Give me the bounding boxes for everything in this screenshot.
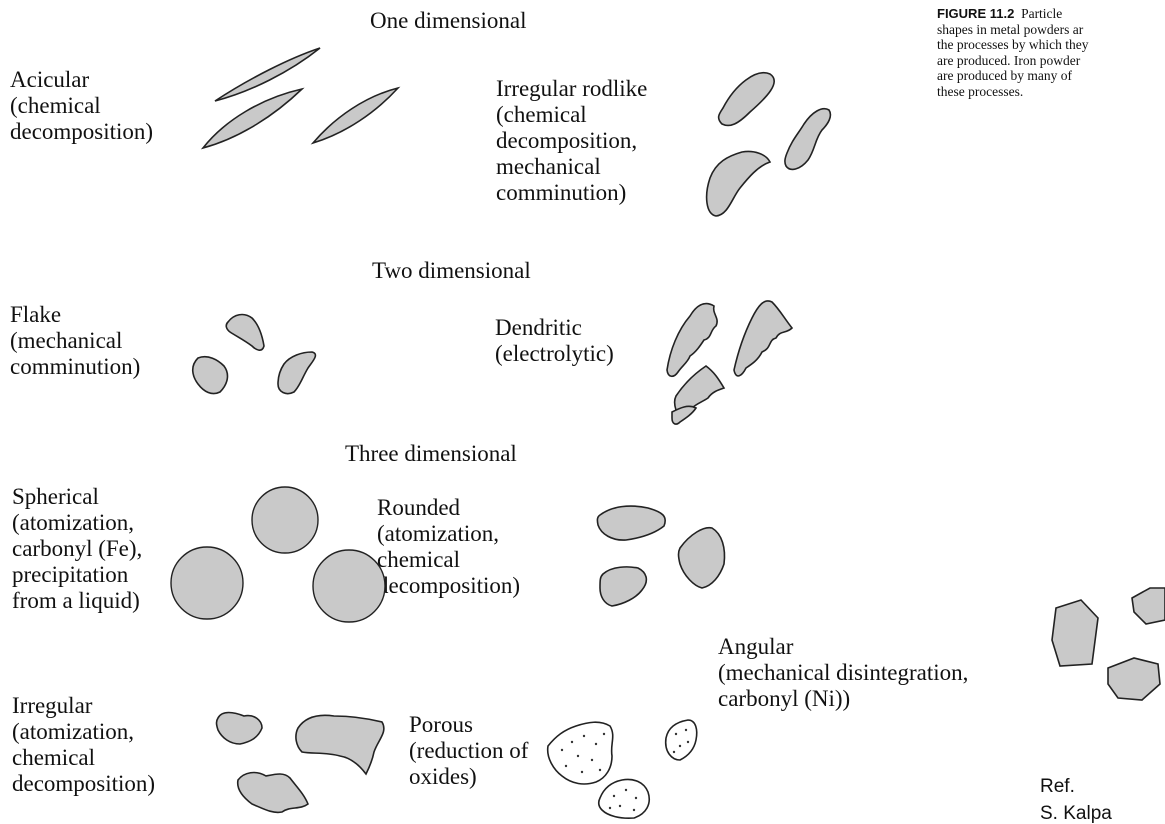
- angular-particle: [1132, 588, 1165, 624]
- dendritic-particle: [734, 301, 792, 376]
- angular-particle: [1052, 600, 1098, 666]
- flake-particle: [193, 357, 228, 394]
- acicular-particles: [203, 48, 398, 148]
- porous-particle: [666, 720, 697, 760]
- rounded-particle: [600, 567, 646, 606]
- acicular-needle: [313, 88, 398, 143]
- dendritic-particle: [667, 304, 717, 377]
- spherical-particle: [252, 487, 318, 553]
- flake-particle: [278, 352, 315, 394]
- angular-particles: [1052, 588, 1165, 700]
- rodlike-particle: [719, 73, 775, 126]
- porous-particle: [599, 780, 650, 819]
- flake-particles: [193, 315, 316, 394]
- spherical-particle: [313, 550, 385, 622]
- irregular-rodlike-particles: [707, 73, 831, 216]
- angular-particle: [1108, 658, 1160, 700]
- porous-particle: [548, 722, 613, 784]
- irregular-particle: [238, 773, 308, 813]
- rounded-particle: [597, 506, 665, 540]
- acicular-needle: [215, 48, 320, 101]
- rounded-particle: [679, 528, 725, 588]
- irregular-particle: [217, 713, 263, 745]
- rodlike-particle: [707, 151, 770, 216]
- spherical-particles: [171, 487, 385, 622]
- porous-particles: [548, 720, 697, 818]
- spherical-particle: [171, 547, 243, 619]
- flake-particle: [226, 315, 264, 351]
- rounded-particles: [597, 506, 724, 606]
- rodlike-particle: [785, 109, 831, 170]
- irregular-particle: [296, 715, 384, 774]
- dendritic-particle: [675, 366, 725, 412]
- irregular-particles: [217, 713, 384, 813]
- acicular-needle: [203, 89, 302, 148]
- dendritic-particles: [667, 301, 792, 424]
